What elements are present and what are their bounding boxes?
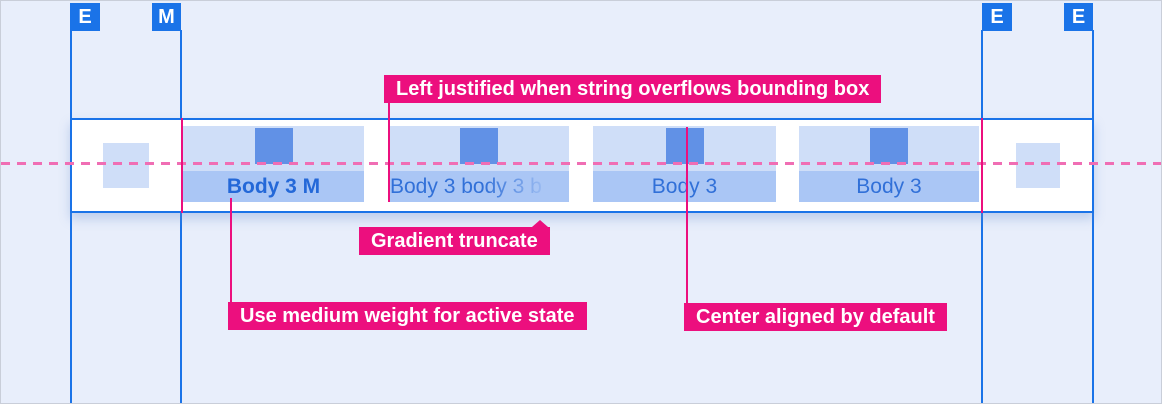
marker-letter: E [1071, 5, 1086, 28]
tab-focus-square [870, 128, 908, 164]
annotation-gradient-truncate: Gradient truncate [359, 220, 550, 255]
tab-item-truncated[interactable]: Body 3 body 3 b [388, 126, 569, 202]
tab-focus-square [459, 128, 498, 164]
annotation-line-left-justified [388, 101, 390, 202]
marker-letter: E [78, 5, 92, 28]
annotation-medium-weight: Use medium weight for active state [228, 302, 587, 330]
tab-focus-square [665, 128, 704, 164]
gradient-fade [483, 171, 569, 202]
gridline-margin-right [981, 30, 983, 403]
annotation-line-left-margin [181, 118, 183, 213]
tab-label: Body 3 [799, 171, 979, 202]
annotation-text: Gradient truncate [371, 230, 538, 252]
marker-e-right-outer: E [1064, 3, 1093, 31]
gridline-edge-right [1092, 30, 1094, 403]
marker-letter: E [990, 5, 1004, 28]
marker-e-left: E [70, 3, 100, 31]
annotation-line-center-aligned [686, 127, 688, 304]
annotation-line-right-margin [981, 118, 983, 213]
marker-e-right-inner: E [982, 3, 1012, 31]
tab-label: Body 3 M [183, 171, 364, 202]
tab-focus-square [254, 128, 293, 164]
caret-up-icon [531, 220, 548, 227]
tab-label: Body 3 [593, 171, 776, 202]
annotation-center-aligned: Center aligned by default [684, 303, 947, 331]
margin-square-right [1016, 143, 1060, 188]
marker-m-left: M [152, 3, 181, 31]
gridline-margin-left [180, 30, 182, 403]
annotation-line-medium-weight [230, 198, 232, 303]
marker-letter: M [158, 5, 175, 28]
gridline-edge-left [70, 30, 72, 403]
baseline-dashed-line [1, 162, 1161, 165]
annotation-left-justified: Left justified when string overflows bou… [384, 75, 882, 103]
margin-square-left [103, 143, 149, 188]
